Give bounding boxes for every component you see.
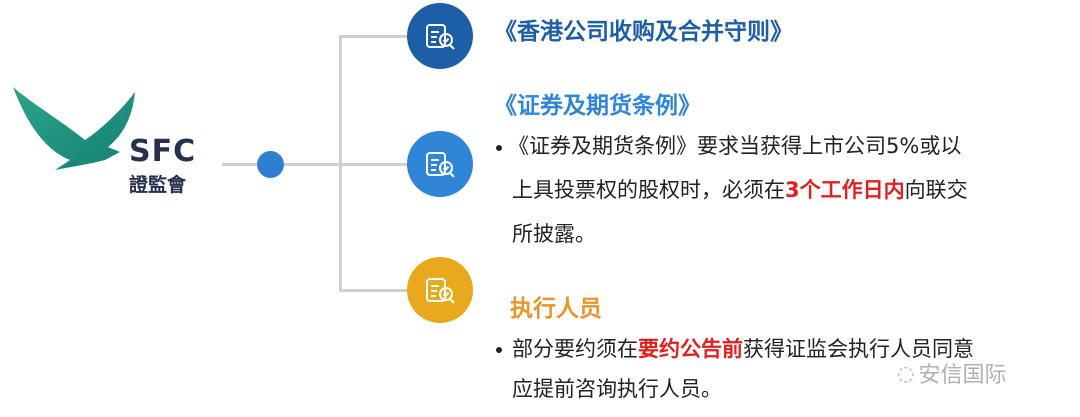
logo-text-zh: 證監會 xyxy=(129,174,187,196)
text: 上具投票权的股权时，必须在 xyxy=(512,178,785,202)
document-check-icon xyxy=(407,131,473,197)
connector xyxy=(339,35,342,291)
bullet-text: 应提前咨询执行人员。 xyxy=(512,377,722,401)
bullet-text: 《证券及期货条例》要求当获得上市公司5%或以 xyxy=(508,134,962,158)
bullet-dot xyxy=(496,145,502,151)
highlight: 3个工作日内 xyxy=(785,178,905,202)
logo-text-en: SFC xyxy=(129,134,197,169)
connector xyxy=(222,163,258,166)
node-title-sfo: 《证券及期货条例》 xyxy=(494,93,701,119)
bullet-text: 上具投票权的股权时，必须在3个工作日内向联交 xyxy=(512,174,968,204)
document-check-icon xyxy=(407,257,473,323)
eagle-icon xyxy=(13,87,135,170)
bullet-text: 部分要约须在要约公告前获得证监会执行人员同意 xyxy=(512,333,974,363)
highlight: 要约公告前 xyxy=(638,337,743,361)
node-title-takeovers-code: 《香港公司收购及合并守则》 xyxy=(494,19,793,45)
text: 向联交 xyxy=(904,178,968,202)
bullet-dot xyxy=(496,347,502,353)
watermark-text: 安信国际 xyxy=(918,363,1007,388)
node-title-executive: 执行人员 xyxy=(510,296,602,322)
text: 获得证监会执行人员同意 xyxy=(743,337,974,361)
wechat-icon: ◌ xyxy=(897,361,915,385)
text: 部分要约须在 xyxy=(512,337,638,361)
connector xyxy=(284,163,424,166)
bullet-text: 所披露。 xyxy=(512,222,596,246)
connector xyxy=(339,35,419,38)
connector xyxy=(339,289,419,292)
sfc-logo: SFC 證監會 xyxy=(10,82,200,196)
hub-dot xyxy=(257,151,284,178)
watermark: ◌安信国际 xyxy=(897,357,1006,389)
document-check-icon xyxy=(407,3,473,69)
